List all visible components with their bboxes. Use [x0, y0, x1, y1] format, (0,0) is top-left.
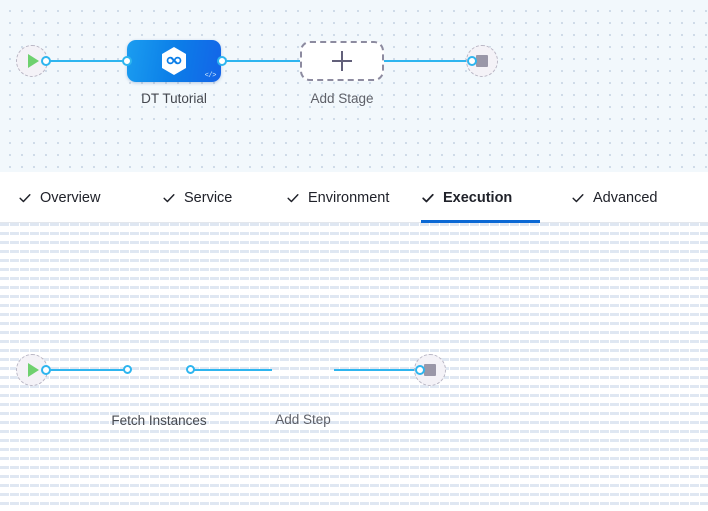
play-icon	[28, 54, 39, 68]
stage-graph: </> DT Tutorial Add Stage	[0, 0, 708, 172]
start-node-output-port[interactable]	[41, 56, 51, 66]
step-node-output-port[interactable]	[186, 365, 195, 374]
play-icon	[28, 363, 39, 377]
stage-code-badge: </>	[204, 72, 217, 80]
tab-environment-label: Environment	[308, 189, 390, 206]
step-node-input-port[interactable]	[123, 365, 132, 374]
execution-start-output-port[interactable]	[41, 365, 51, 375]
tab-service-label: Service	[184, 189, 233, 206]
stop-icon	[424, 364, 436, 376]
check-icon	[572, 193, 584, 202]
check-icon	[287, 193, 299, 202]
connector-step-to-add	[190, 369, 272, 371]
check-icon	[422, 193, 434, 202]
connector-add-step-to-end	[334, 369, 420, 371]
check-icon	[19, 193, 31, 202]
end-node-input-port[interactable]	[467, 56, 477, 66]
tab-overview-label: Overview	[40, 189, 101, 206]
harness-hexagon-icon	[162, 47, 186, 75]
execution-step-canvas[interactable]: </> Fetch Instances Add Step	[0, 223, 708, 511]
pipeline-stage-canvas[interactable]: </> DT Tutorial Add Stage	[0, 0, 708, 172]
add-stage-button[interactable]	[300, 41, 384, 81]
add-stage-label: Add Stage	[310, 91, 374, 106]
tab-service[interactable]: Service	[162, 172, 252, 223]
connector-stage-to-add	[222, 60, 302, 62]
check-icon	[163, 193, 175, 202]
stage-node-output-port[interactable]	[217, 56, 227, 66]
execution-end-input-port[interactable]	[415, 365, 425, 375]
tab-execution[interactable]: Execution	[421, 172, 540, 223]
tab-overview[interactable]: Overview	[18, 172, 118, 223]
plus-icon	[332, 51, 352, 71]
add-step-label: Add Step	[275, 412, 331, 427]
connector-start-to-stage	[44, 60, 130, 62]
stage-node-input-port[interactable]	[122, 56, 132, 66]
tab-advanced-label: Advanced	[593, 189, 658, 206]
connector-add-to-end	[384, 60, 472, 62]
stage-config-tabs: Overview Service Environment Execution A…	[0, 172, 708, 223]
stage-node-dt-tutorial[interactable]: </>	[127, 40, 221, 82]
stage-node-label: DT Tutorial	[141, 91, 207, 106]
stop-icon	[476, 55, 488, 67]
tab-advanced[interactable]: Advanced	[571, 172, 681, 223]
tab-environment[interactable]: Environment	[286, 172, 406, 223]
step-graph: </> Fetch Instances Add Step	[0, 223, 708, 511]
execution-end-node[interactable]	[414, 354, 446, 386]
tab-execution-underline	[421, 220, 540, 223]
tab-execution-label: Execution	[443, 189, 513, 206]
connector-start-to-step	[44, 369, 128, 371]
step-node-label: Fetch Instances	[111, 413, 207, 428]
